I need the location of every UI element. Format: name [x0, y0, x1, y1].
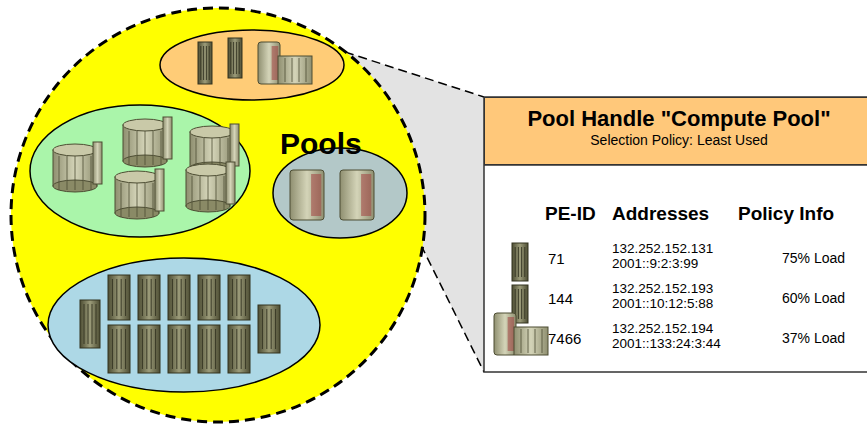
server-tower — [228, 38, 242, 78]
server-tower — [138, 325, 160, 373]
pool-header: Pool Handle "Compute Pool"Selection Poli… — [484, 97, 867, 165]
policy-info: 60% Load — [782, 291, 862, 306]
server-cabinet — [258, 42, 280, 84]
server-tower — [512, 243, 528, 281]
label-slot: 7466 — [548, 331, 598, 348]
mainframe — [115, 169, 164, 219]
pe-addresses: 132.252.152.194 2001::133:24:3:44 — [612, 322, 742, 352]
server-tower — [108, 325, 130, 373]
label-slot: 60% Load — [782, 291, 862, 306]
table-panel — [484, 97, 867, 372]
pool-outline — [8, 5, 428, 425]
server-tower — [198, 275, 220, 320]
server-tower — [198, 325, 220, 373]
label-slot: 71 — [548, 251, 598, 268]
pools-illustration — [30, 30, 407, 392]
pe-id: 144 — [548, 291, 598, 308]
label-slot: 144 — [548, 291, 598, 308]
server-cabinet — [290, 170, 324, 220]
policy-info: 37% Load — [782, 331, 862, 346]
server-tower — [168, 275, 190, 320]
server-tower — [168, 325, 190, 373]
mainframe — [186, 162, 235, 212]
server-tower — [138, 275, 160, 320]
label-slot: PE-ID — [545, 204, 615, 225]
column-header: Addresses — [612, 204, 722, 225]
server-cabinet — [494, 313, 516, 355]
pe-id: 7466 — [548, 331, 598, 348]
row-icons — [494, 243, 548, 355]
label-slot: 132.252.152.131 2001::9:2:3:99 — [612, 242, 742, 272]
label-slot: Addresses — [612, 204, 722, 225]
server-tower — [80, 300, 100, 348]
server-tower — [228, 275, 250, 320]
mainframe — [53, 142, 102, 192]
label-slot: 132.252.152.194 2001::133:24:3:44 — [612, 322, 742, 352]
pe-addresses: 132.252.152.193 2001::10:12:5:88 — [612, 282, 742, 312]
column-header: Policy Info — [738, 204, 863, 225]
label-slot: 132.252.152.193 2001::10:12:5:88 — [612, 282, 742, 312]
server-cabinet — [340, 170, 374, 220]
selection-policy: Selection Policy: Least Used — [495, 132, 863, 148]
server-tower — [198, 42, 212, 84]
column-header: PE-ID — [545, 204, 615, 225]
pool-circle: Pools — [8, 5, 428, 425]
label-slot: 75% Load — [782, 251, 862, 266]
pool-label: Pools — [280, 127, 362, 161]
server-tower — [108, 275, 130, 320]
mainframe — [123, 117, 172, 167]
label-slot: 37% Load — [782, 331, 862, 346]
pe-addresses: 132.252.152.131 2001::9:2:3:99 — [612, 242, 742, 272]
label-slot: Policy Info — [738, 204, 863, 225]
policy-info: 75% Load — [782, 251, 862, 266]
pool-handle-title: Pool Handle "Compute Pool" — [495, 106, 863, 132]
server-tower — [258, 305, 280, 353]
server-tower — [228, 325, 250, 373]
server-rack — [278, 56, 312, 84]
pe-id: 71 — [548, 251, 598, 268]
server-rack — [514, 327, 548, 355]
